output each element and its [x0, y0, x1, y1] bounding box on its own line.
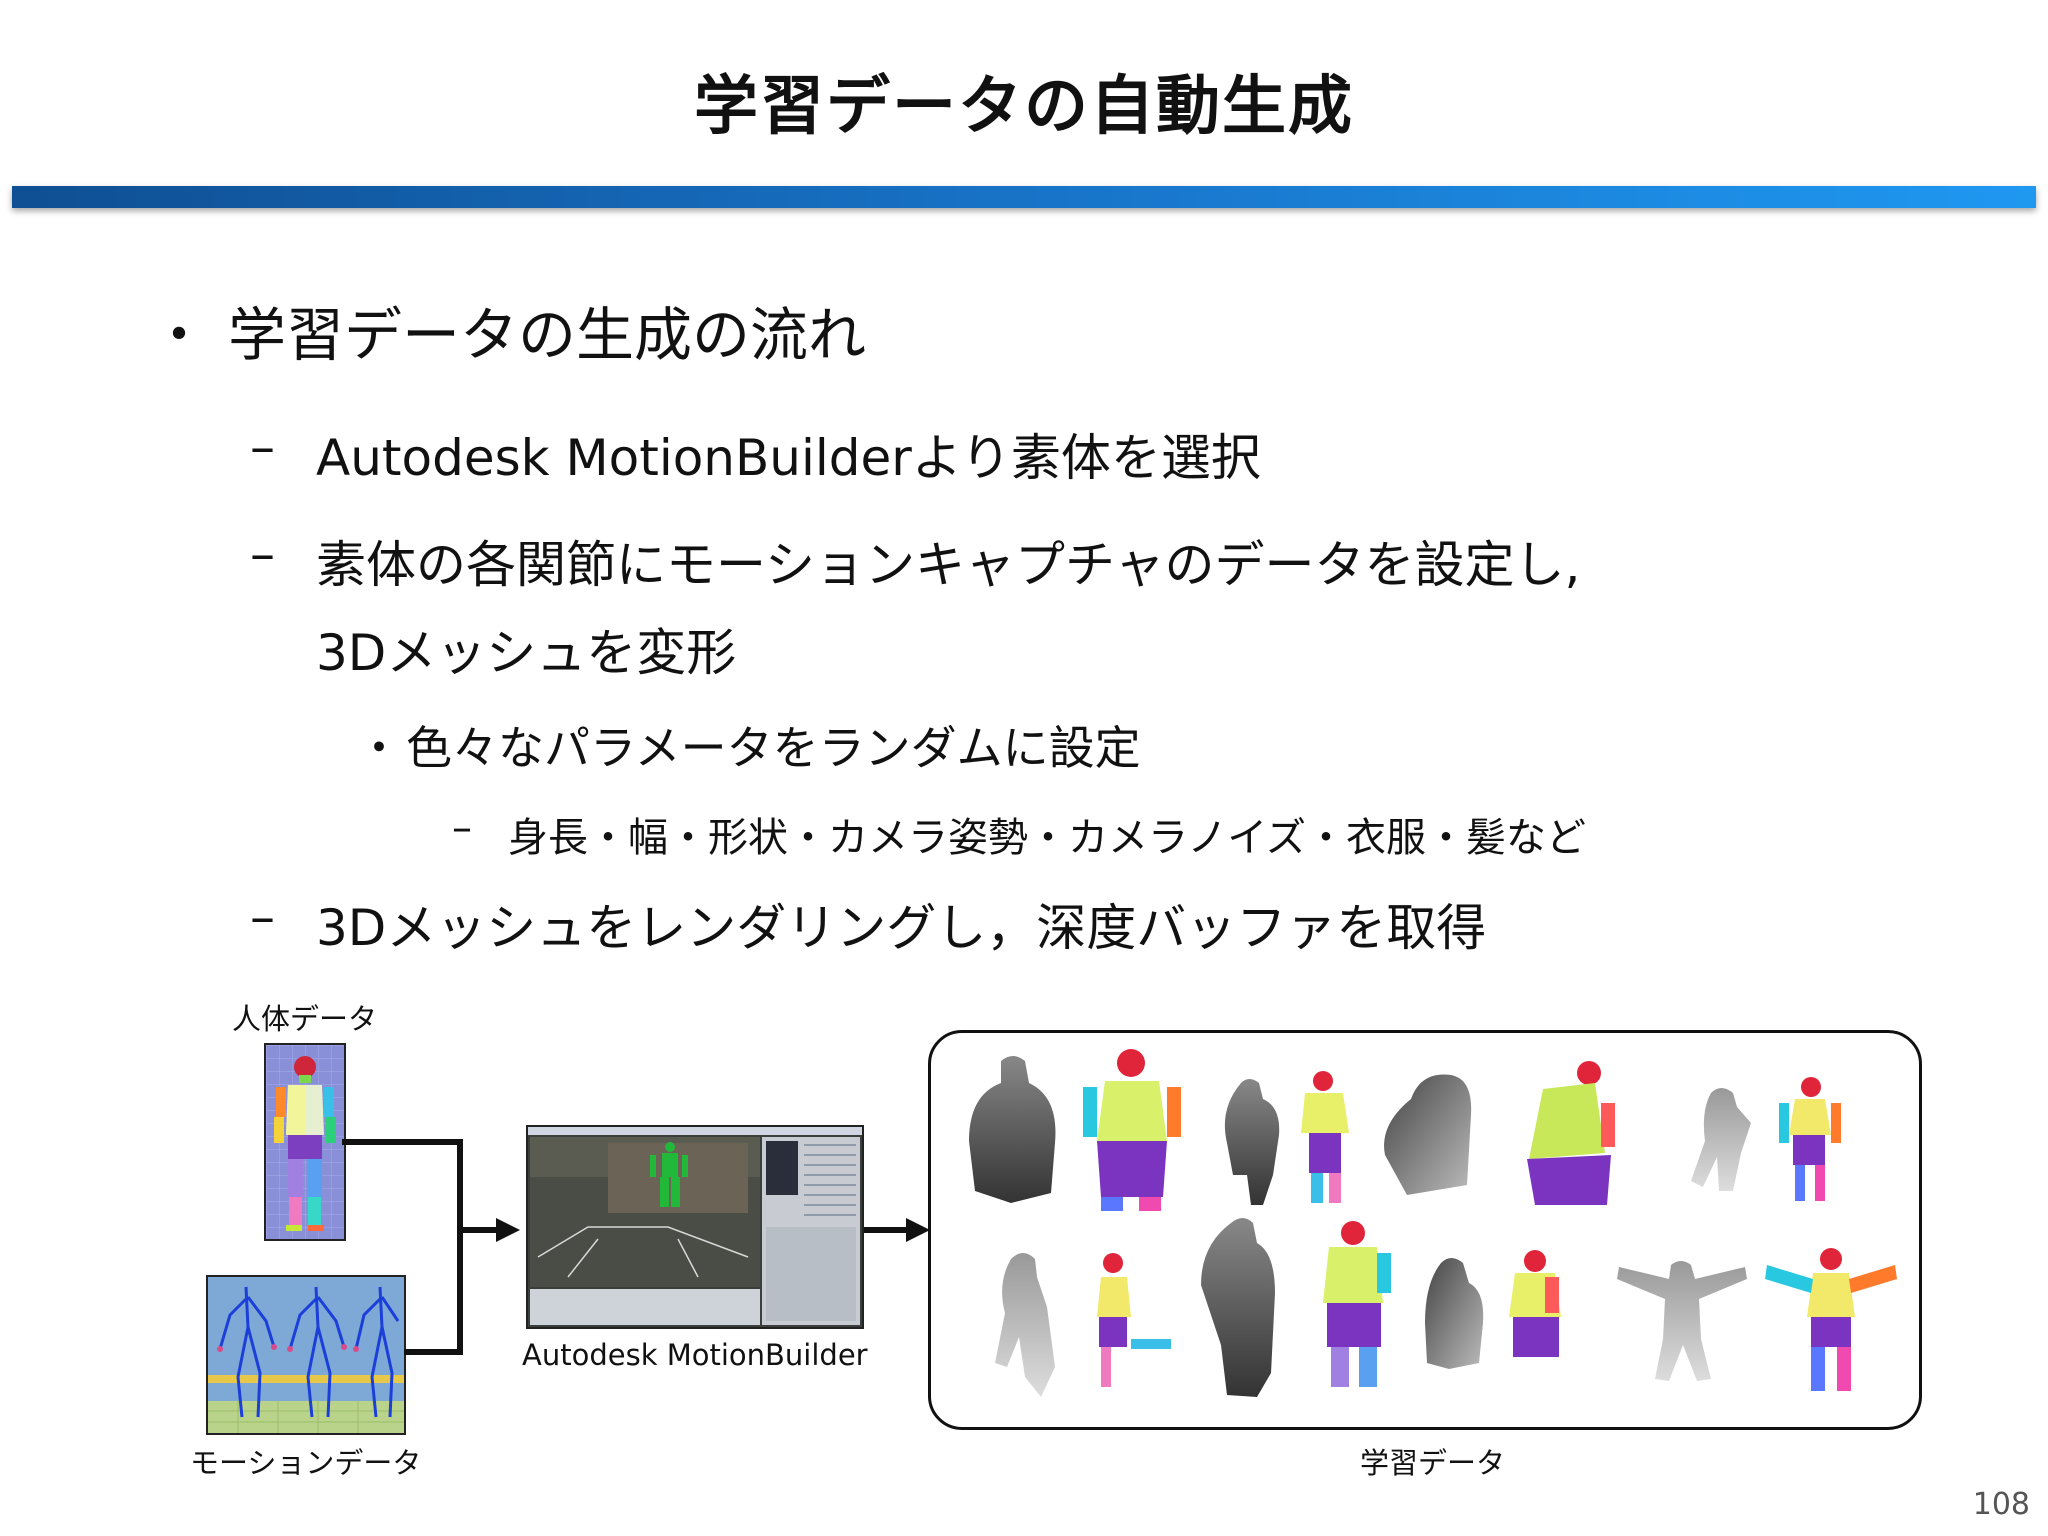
sample-6 [1201, 1218, 1391, 1397]
sub-bullet-text-line2: 3Dメッシュを変形 [316, 624, 737, 682]
dash-marker: – [452, 805, 472, 851]
flow-connectors [342, 1139, 930, 1355]
bullet-text: 学習データの生成の流れ [228, 301, 867, 369]
sample-2 [1224, 1071, 1349, 1205]
sample-8 [1617, 1248, 1897, 1391]
human-body-image [264, 1043, 346, 1241]
training-data-label: 学習データ [1360, 1446, 1506, 1480]
dash-marker: – [250, 525, 275, 583]
sub-bullet-text: Autodesk MotionBuilderより素体を選択 [316, 429, 1261, 487]
sub-bullet-text-line1: 素体の各関節にモーションキャプチャのデータを設定し, [316, 536, 1581, 594]
sub-sub-bullet-text: 色々なパラメータをランダムに設定 [406, 721, 1141, 775]
bullet-marker: ・ [356, 721, 402, 775]
training-data-figures [969, 1049, 1897, 1397]
sub-bullet-text: 3Dメッシュをレンダリングし，深度バッファを取得 [316, 899, 1487, 957]
human-data-label: 人体データ [232, 1002, 378, 1036]
sample-1 [969, 1049, 1181, 1211]
bullet-marker: ・ [150, 301, 209, 369]
dash-marker: – [250, 418, 275, 476]
motion-data-image [206, 1275, 406, 1435]
motionbuilder-screenshot [526, 1125, 864, 1329]
slide-title: 学習データの自動生成 [694, 70, 1354, 144]
sample-7 [1425, 1250, 1561, 1369]
dash-marker: – [250, 888, 275, 946]
sample-3 [1384, 1061, 1615, 1205]
training-data-panel [928, 1030, 1922, 1430]
param-list-text: 身長・幅・形状・カメラ姿勢・カメラノイズ・衣服・髪など [508, 815, 1586, 861]
page-number: 108 [1972, 1487, 2030, 1522]
sample-4 [1691, 1077, 1841, 1201]
motionbuilder-label: Autodesk MotionBuilder [522, 1338, 868, 1372]
sample-5 [995, 1253, 1171, 1397]
title-underline-bar [12, 186, 2036, 208]
motion-data-label: モーションデータ [190, 1446, 422, 1480]
